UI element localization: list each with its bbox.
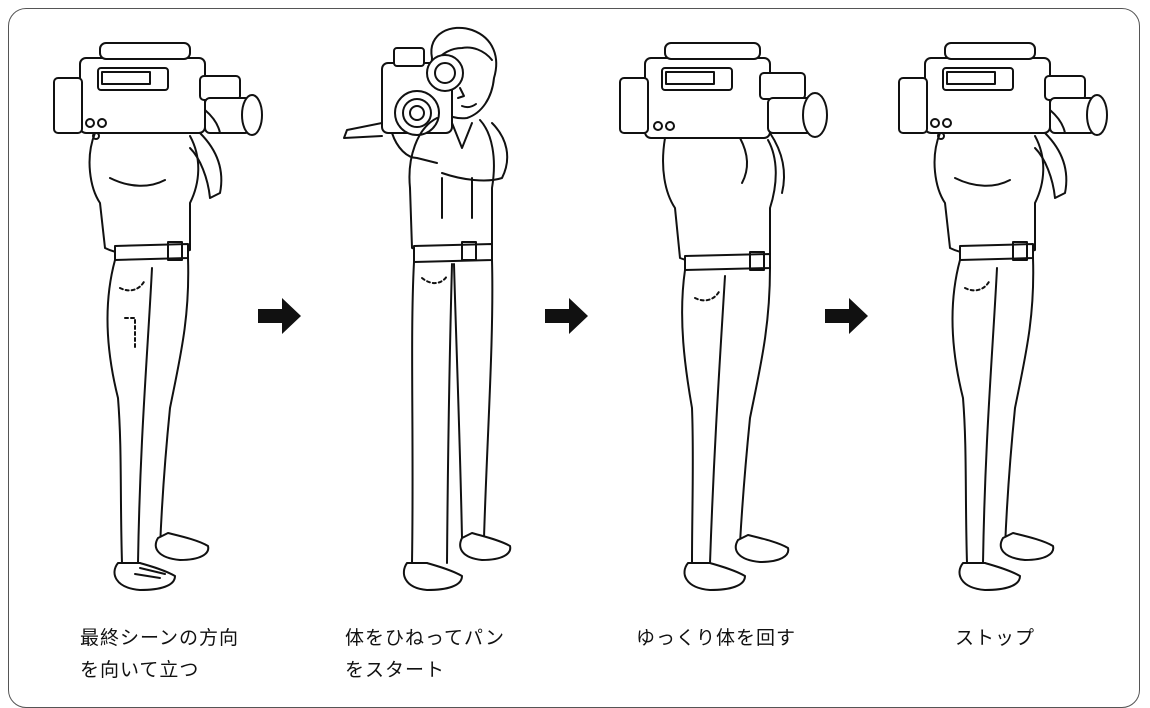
right-arrow-icon (258, 298, 301, 334)
figure-step-3 (610, 18, 840, 593)
figure-step-1 (40, 18, 270, 593)
caption-step-2: 体をひねってパン をスタート (345, 622, 505, 686)
right-arrow-icon (545, 298, 588, 334)
caption-step-3: ゆっくり体を回す (636, 622, 796, 654)
person-with-camera-illustration (53, 42, 263, 591)
person-with-camera-illustration (619, 42, 828, 591)
caption-step-1: 最終シーンの方向 を向いて立つ (80, 622, 239, 686)
person-facing-viewer-illustration (343, 26, 512, 591)
figure-step-4 (885, 18, 1115, 593)
caption-line: ストップ (955, 627, 1036, 649)
caption-line: をスタート (345, 659, 446, 681)
figure-step-2 (322, 18, 552, 593)
caption-step-4: ストップ (955, 622, 1035, 654)
caption-line: 体をひねってパン (345, 627, 506, 649)
caption-line: ゆっくり体を回す (636, 627, 797, 649)
caption-line: を向いて立つ (80, 659, 200, 681)
person-with-camera-illustration (898, 42, 1108, 591)
caption-line: 最終シーンの方向 (80, 627, 240, 649)
right-arrow-icon (825, 298, 868, 334)
